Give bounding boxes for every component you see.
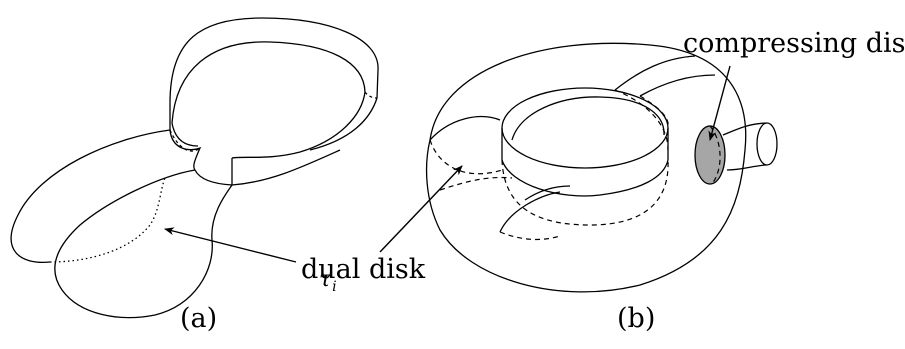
- tau-subscript: i: [332, 279, 337, 295]
- dash-lower-band: [500, 232, 560, 239]
- dual-disk-label: dual disk: [301, 254, 426, 285]
- ring-right-wall: [377, 70, 378, 98]
- hidden-lines-a: [170, 92, 377, 151]
- ring-inner-right: [232, 92, 365, 158]
- ring-bottom-outer: [310, 98, 377, 150]
- left-lip: [430, 117, 500, 140]
- dual-disk-curve-a: [50, 178, 165, 262]
- dash-upper-band-2: [615, 90, 668, 150]
- tube-bottom: [727, 165, 766, 170]
- tau-symbol: τ: [319, 267, 332, 292]
- arrow-compress: [708, 66, 730, 141]
- hole-bottom-front: [502, 160, 668, 196]
- tube-end: [757, 123, 777, 165]
- surface-a: [11, 18, 378, 318]
- neck-right-lower: [232, 150, 340, 185]
- ring-hidden: [170, 130, 200, 151]
- ring-top-outer: [170, 18, 378, 103]
- ring-ribbon-left: [172, 123, 198, 146]
- surface-b: [427, 43, 777, 292]
- ring-hidden-right: [365, 92, 377, 98]
- band-lower-2: [525, 186, 570, 200]
- tube-top: [723, 123, 766, 135]
- lobe-outer: [11, 130, 170, 262]
- dash-left-1: [440, 178, 512, 191]
- caption-a: (a): [180, 303, 218, 334]
- tau-label: τi: [319, 267, 337, 295]
- lobe-rim: [195, 170, 232, 185]
- dash-hole-front: [502, 160, 668, 225]
- band-upper-2: [640, 75, 715, 96]
- dash-left-2: [430, 140, 502, 174]
- dash-upper-band: [640, 96, 668, 128]
- dash-compress: [710, 126, 720, 184]
- hole-inner-ring: [512, 97, 664, 140]
- caption-b: (b): [617, 303, 656, 334]
- hole-top: [502, 88, 668, 168]
- compressing-disk-label: compressing disk: [683, 28, 905, 59]
- band-upper: [615, 56, 695, 90]
- ring-top-inner: [172, 42, 365, 123]
- arrow-dual-b: [380, 165, 463, 252]
- band-lower: [500, 192, 560, 232]
- lobe-front: [55, 170, 232, 318]
- neck-left: [170, 130, 200, 170]
- arrows: [164, 66, 730, 262]
- arrow-dual-a: [164, 227, 296, 262]
- hidden-lines-b: [430, 90, 720, 239]
- torus-outer: [427, 43, 746, 292]
